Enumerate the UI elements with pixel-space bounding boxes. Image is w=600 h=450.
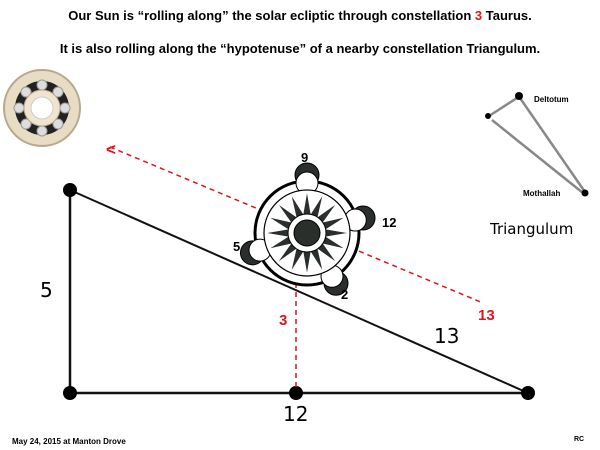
wheel-part <box>310 252 316 275</box>
label-hypotenuse-13: 13 <box>434 324 459 348</box>
wheel-part <box>283 249 297 269</box>
wheel-part <box>317 249 331 269</box>
label-side-5: 5 <box>40 278 53 302</box>
wheel-label-12: 12 <box>382 215 396 230</box>
title-text: Our Sun is “rolling along” the solar ecl… <box>68 8 475 23</box>
wheel-part <box>265 236 288 242</box>
wheel-part <box>283 197 297 217</box>
label-red-13: 13 <box>478 307 495 324</box>
wheel-part <box>326 224 349 230</box>
wheel-part <box>310 191 316 214</box>
wheel-part <box>298 252 304 275</box>
wheel-part <box>293 219 321 247</box>
wheel-part <box>323 209 343 223</box>
star-label-mothallah: Mothallah <box>523 189 560 198</box>
arrow-left-icon: < <box>106 140 116 159</box>
footer-date: May 24, 2015 at Manton Drove <box>12 437 126 446</box>
wheel-part <box>265 224 288 230</box>
wheel-part <box>298 191 304 214</box>
label-base-12: 12 <box>283 402 308 426</box>
wheel-part <box>271 243 291 257</box>
wheel-label-9: 9 <box>301 150 308 165</box>
wheel-part <box>317 197 331 217</box>
star-label-deltotum: Deltotum <box>534 95 569 104</box>
wheel-part <box>271 209 291 223</box>
star-icon <box>485 92 589 197</box>
title-line-1: Our Sun is “rolling along” the solar ecl… <box>0 8 600 23</box>
triangle-vertices <box>63 183 535 400</box>
rolling-wheel <box>239 162 376 296</box>
ball-bearing-icon <box>3 69 81 147</box>
triangulum-constellation <box>485 92 589 197</box>
title-number: 3 <box>474 8 483 23</box>
constellation-name: Triangulum <box>489 220 573 238</box>
wheel-label-5: 5 <box>233 239 240 254</box>
title-line-2: It is also rolling along the “hypotenuse… <box>59 41 541 56</box>
label-red-3: 3 <box>279 312 287 329</box>
wheel-part <box>323 243 343 257</box>
footer-initials: RC <box>574 436 584 443</box>
wheel-part <box>326 236 349 242</box>
wheel-label-2: 2 <box>341 287 348 302</box>
title-text-end: Taurus. <box>482 8 532 23</box>
